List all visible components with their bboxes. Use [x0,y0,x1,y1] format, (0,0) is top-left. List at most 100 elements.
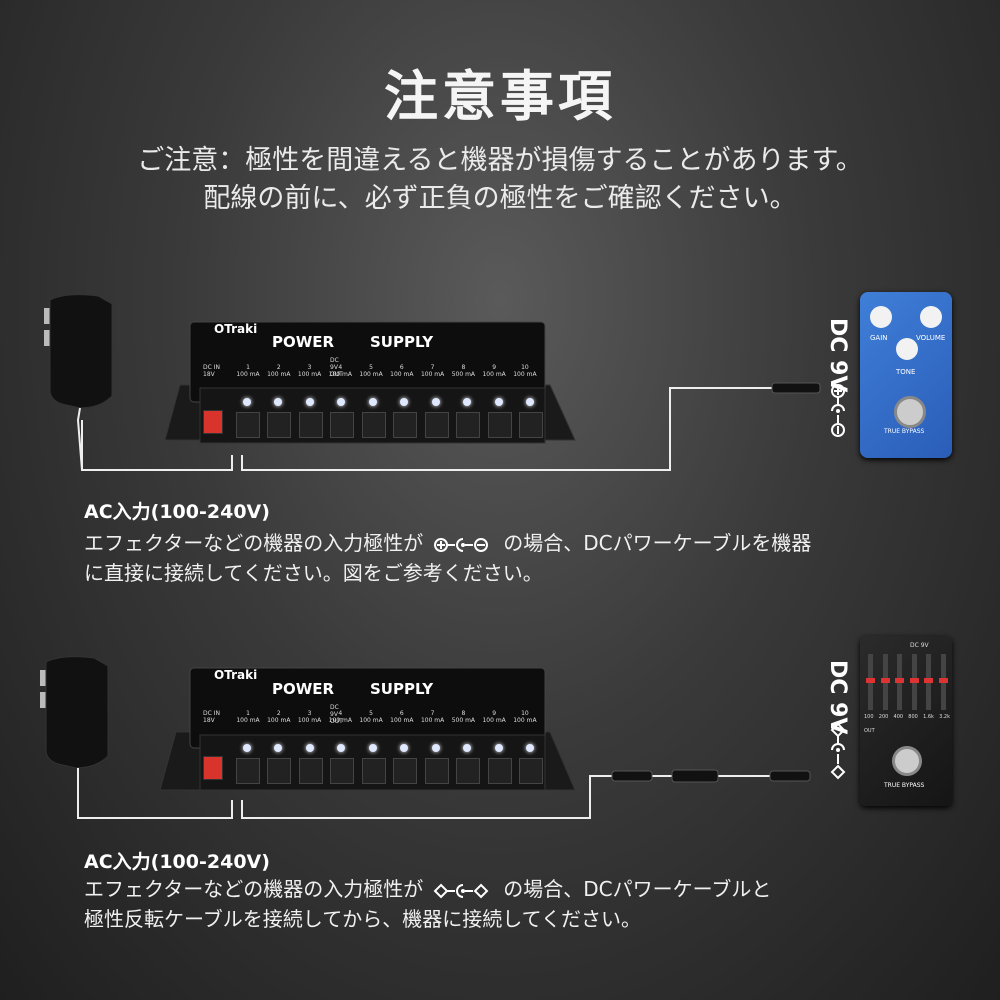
output-jack [487,744,512,784]
true-bypass-label: TRUE BYPASS [884,782,925,789]
polarity-center-negative-icon [831,384,845,437]
eq-band-label: 800 [908,714,918,720]
polarity-center-positive-icon [830,722,846,780]
gain-label: GAIN [870,334,888,342]
eq-sliders [866,654,948,710]
caution-line-2: 配線の前に、必ず正負の極性をご確認ください。 [203,183,797,214]
output-jack [267,398,292,438]
description-1-part-2: の場合、DCパワーケーブルを機器 [503,531,812,555]
supply-label: SUPPLY [370,680,434,698]
ac-input-label-2: AC入力(100-240V) [84,851,270,873]
output-jack [298,744,323,784]
blue-effect-pedal: GAIN VOLUME TONE TRUE BYPASS [860,292,952,458]
ac-adapter-icon [40,656,109,769]
ac-adapter-icon [44,294,113,471]
dc-plug-icon [771,382,821,394]
polarity-reverse-cable-icon [671,769,719,783]
eq-band-labels: 100 200 400 800 1.6k 3.2k [864,714,950,720]
output-jack [518,744,543,784]
tone-knob [896,338,918,360]
eq-band-label: 100 [864,714,874,720]
output-jack [330,744,355,784]
gain-knob [870,306,892,328]
dc-cable [241,387,790,471]
description-1: エフェクターなどの機器の入力極性が の場合、DCパワーケーブルを機器 に直接に接続… [84,528,811,588]
dc-input-jack [203,410,223,434]
ac-cable [77,768,233,819]
output-jack [393,398,418,438]
description-1-part-1: エフェクターなどの機器の入力極性が [84,531,424,555]
footswitch [894,396,926,428]
output-jack [518,398,543,438]
out-label: OUT [864,728,875,734]
input-label: DC IN 18V [203,710,220,724]
eq-band-label: 1.6k [923,714,934,720]
eq-band-label: 3.2k [939,714,950,720]
output-header: DC 9V OUT [330,357,343,378]
eq-header: DC 9V [910,642,929,649]
output-jack [456,398,481,438]
volume-knob [920,306,942,328]
tone-label: TONE [896,368,916,376]
output-jack [361,398,386,438]
output-jack [298,398,323,438]
description-1-line-2: に直接に接続してください。図をご参考ください。 [84,561,543,585]
output-jack [236,744,260,784]
input-label: DC IN 18V [203,364,220,378]
description-2-part-1: エフェクターなどの機器の入力極性が [84,877,424,901]
power-label: POWER [272,680,335,698]
dc-plug-icon [769,770,811,782]
caution-line-1: ご注意：極性を間違えると機器が損傷することがあります。 [137,145,863,176]
output-jack [267,744,292,784]
eq-slider [866,654,875,710]
output-jack [456,744,481,784]
ac-cable [81,420,233,471]
brand-logo: OTraki [214,322,258,336]
eq-effect-pedal: DC 9V 100 200 400 800 1.6k 3.2k OUT TRUE… [860,636,952,806]
eq-slider [924,654,934,710]
output-jack [424,744,449,784]
page-title: 注意事項 [384,65,616,128]
caution-text: ご注意：極性を間違えると機器が損傷することがあります。 配線の前に、必ず正負の極… [0,142,1000,218]
ac-input-label-1: AC入力(100-240V) [84,501,270,523]
eq-slider [895,654,905,710]
output-jacks [236,744,543,784]
description-2-line-2: 極性反転ケーブルを接続してから、機器に接続してください。 [84,907,641,931]
true-bypass-label: TRUE BYPASS [884,428,925,435]
supply-label: SUPPLY [370,333,434,351]
dc-cable [241,775,780,819]
output-jack [361,744,386,784]
footswitch [892,746,922,776]
dc-input-jack [203,756,223,780]
eq-band-label: 200 [878,714,889,720]
brand-logo: OTraki [214,668,258,682]
power-label: POWER [272,333,335,351]
output-jack [487,398,512,438]
dc-plug-icon [611,770,653,782]
eq-slider [938,654,948,710]
output-header: DC 9V OUT [330,704,343,725]
